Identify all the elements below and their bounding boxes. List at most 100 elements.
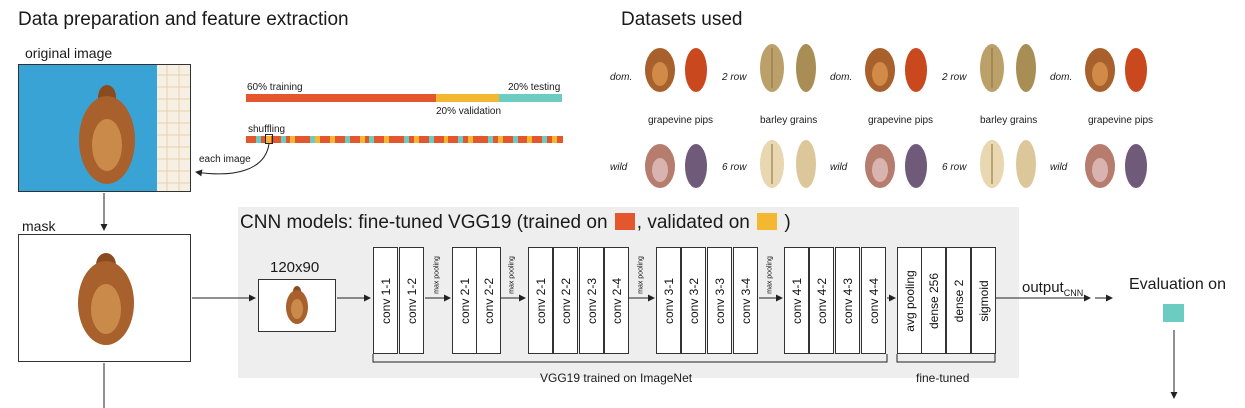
dataset-top-label: dom.	[830, 72, 853, 83]
grape-seed-pair	[1085, 48, 1147, 92]
conv-layer: conv 2-3	[579, 247, 604, 354]
dataset-bottom-label: 6 row	[722, 162, 747, 173]
shuffle-segment	[349, 136, 356, 143]
shuffle-segment	[473, 136, 479, 143]
datasets-title: Datasets used	[621, 9, 743, 30]
evaluation-label: Evaluation on	[1129, 276, 1226, 293]
split-bar	[246, 94, 562, 102]
conv-layer-label: conv 4-4	[866, 277, 881, 324]
arrow-each-image	[195, 143, 270, 177]
shuffle-segment	[404, 136, 410, 143]
dataset-caption: grapevine pips	[1088, 115, 1154, 126]
shuffle-segment	[305, 136, 311, 143]
datasets-area: dom. wild grapevine pips 2 row 6 row barley …	[610, 40, 1170, 200]
split-testing-label: 20% testing	[508, 82, 561, 93]
conv-layer: conv 2-1	[528, 247, 553, 354]
shuffle-segment	[300, 136, 306, 143]
shuffle-segment	[423, 136, 430, 143]
conv-layer-label: conv 4-2	[814, 277, 829, 324]
testing-swatch	[1163, 304, 1184, 322]
shuffle-segment	[418, 136, 425, 143]
barley-grain-pair	[980, 140, 1036, 188]
shuffle-segment	[325, 136, 331, 143]
finetuned-layer: dense 256	[921, 247, 946, 354]
shuffle-segment	[433, 136, 440, 143]
finetuned-layer: sigmoid	[971, 247, 996, 354]
shuffle-segment	[275, 136, 282, 143]
conv-layer: conv 4-3	[835, 247, 860, 354]
shuffle-segment	[399, 136, 405, 143]
shuffling-label: shuffling	[248, 124, 286, 135]
grape-seed-pair	[645, 48, 707, 92]
training-swatch	[614, 213, 635, 230]
original-image-art	[79, 65, 190, 191]
finetuned-layer-label: avg pooling	[902, 269, 917, 332]
conv-layer-label: conv 4-3	[840, 277, 855, 324]
dataset-caption: barley grains	[760, 115, 818, 126]
shuffle-segment	[413, 136, 420, 143]
dataset-caption: grapevine pips	[648, 115, 714, 126]
shuffle-segment	[552, 136, 558, 143]
shuffle-segment	[369, 136, 375, 143]
max-pooling-label: max pooling	[433, 256, 441, 294]
each-image-label: each image	[199, 154, 251, 165]
conv-layer-label: conv 3-2	[686, 277, 701, 324]
conv-layer-label: conv 2-2	[558, 277, 573, 324]
mask-image-art	[78, 253, 134, 345]
dataset-caption: barley grains	[980, 115, 1038, 126]
cnn-title-post: )	[784, 212, 791, 233]
shuffle-segment	[246, 136, 252, 143]
output-label: outputCNN	[1022, 279, 1083, 298]
dataset-top-label: 2 row	[942, 72, 967, 83]
shuffle-segment	[359, 136, 365, 143]
shuffle-segment	[379, 136, 385, 143]
shuffle-segment	[354, 136, 361, 143]
conv-layer-label: conv 1-1	[378, 277, 393, 324]
cnn-title: CNN models: fine-tuned VGG19 (trained on…	[240, 212, 791, 234]
input-size-label: 120x90	[270, 259, 320, 276]
conv-layer: conv 4-4	[861, 247, 886, 354]
shuffle-segment	[522, 136, 528, 143]
vgg-caption: VGG19 trained on ImageNet	[540, 371, 693, 385]
conv-layer: conv 3-2	[681, 247, 706, 354]
conv-layer: conv 4-1	[784, 247, 809, 354]
shuffle-segment	[502, 136, 509, 143]
conv-layer: conv 2-4	[604, 247, 629, 354]
split-training-label: 60% training	[247, 82, 303, 93]
conv-layer-label: conv 4-1	[789, 277, 804, 324]
shuffle-segment	[285, 136, 291, 143]
output-text: output	[1022, 279, 1064, 296]
grape-seed-pair	[865, 144, 927, 188]
conv-layer: conv 1-2	[399, 247, 424, 354]
finetuned-layer: dense 2	[946, 247, 971, 354]
conv-layer-label: conv 2-2	[481, 277, 496, 324]
max-pooling-label: max pooling	[766, 256, 774, 294]
vgg-bracket	[372, 354, 888, 363]
conv-layer-label: conv 2-3	[584, 277, 599, 324]
finetuned-layer: avg pooling	[897, 247, 922, 354]
output-sub: CNN	[1063, 288, 1084, 298]
shuffle-segment	[468, 136, 474, 143]
shuffle-segment	[334, 136, 341, 143]
cnn-title-pre: CNN models: fine-tuned VGG19 (trained on	[240, 212, 608, 233]
conv-layer: conv 2-1	[452, 247, 477, 354]
conv-layer-label: conv 1-2	[404, 277, 419, 324]
conv-layer-label: conv 3-1	[661, 277, 676, 324]
split-bar-testing	[498, 94, 562, 102]
conv-layer-label: conv 3-3	[712, 277, 727, 324]
dataset-bottom-label: 6 row	[942, 162, 967, 173]
shuffled-bar	[246, 136, 563, 143]
conv-layer: conv 3-4	[733, 247, 758, 354]
max-pooling-label: max pooling	[637, 256, 645, 294]
cnn-title-mid: , validated on	[636, 212, 750, 233]
shuffle-segment	[448, 136, 454, 143]
selected-sample-marker	[265, 134, 273, 144]
dataset-top-label: dom.	[610, 72, 633, 83]
dataset-top-label: dom.	[1050, 72, 1073, 83]
dataset-bottom-label: wild	[610, 162, 628, 173]
shuffle-segment	[497, 136, 504, 143]
shuffle-segment	[389, 136, 395, 143]
grape-seed-pair	[645, 144, 707, 188]
dataset-caption: grapevine pips	[868, 115, 934, 126]
